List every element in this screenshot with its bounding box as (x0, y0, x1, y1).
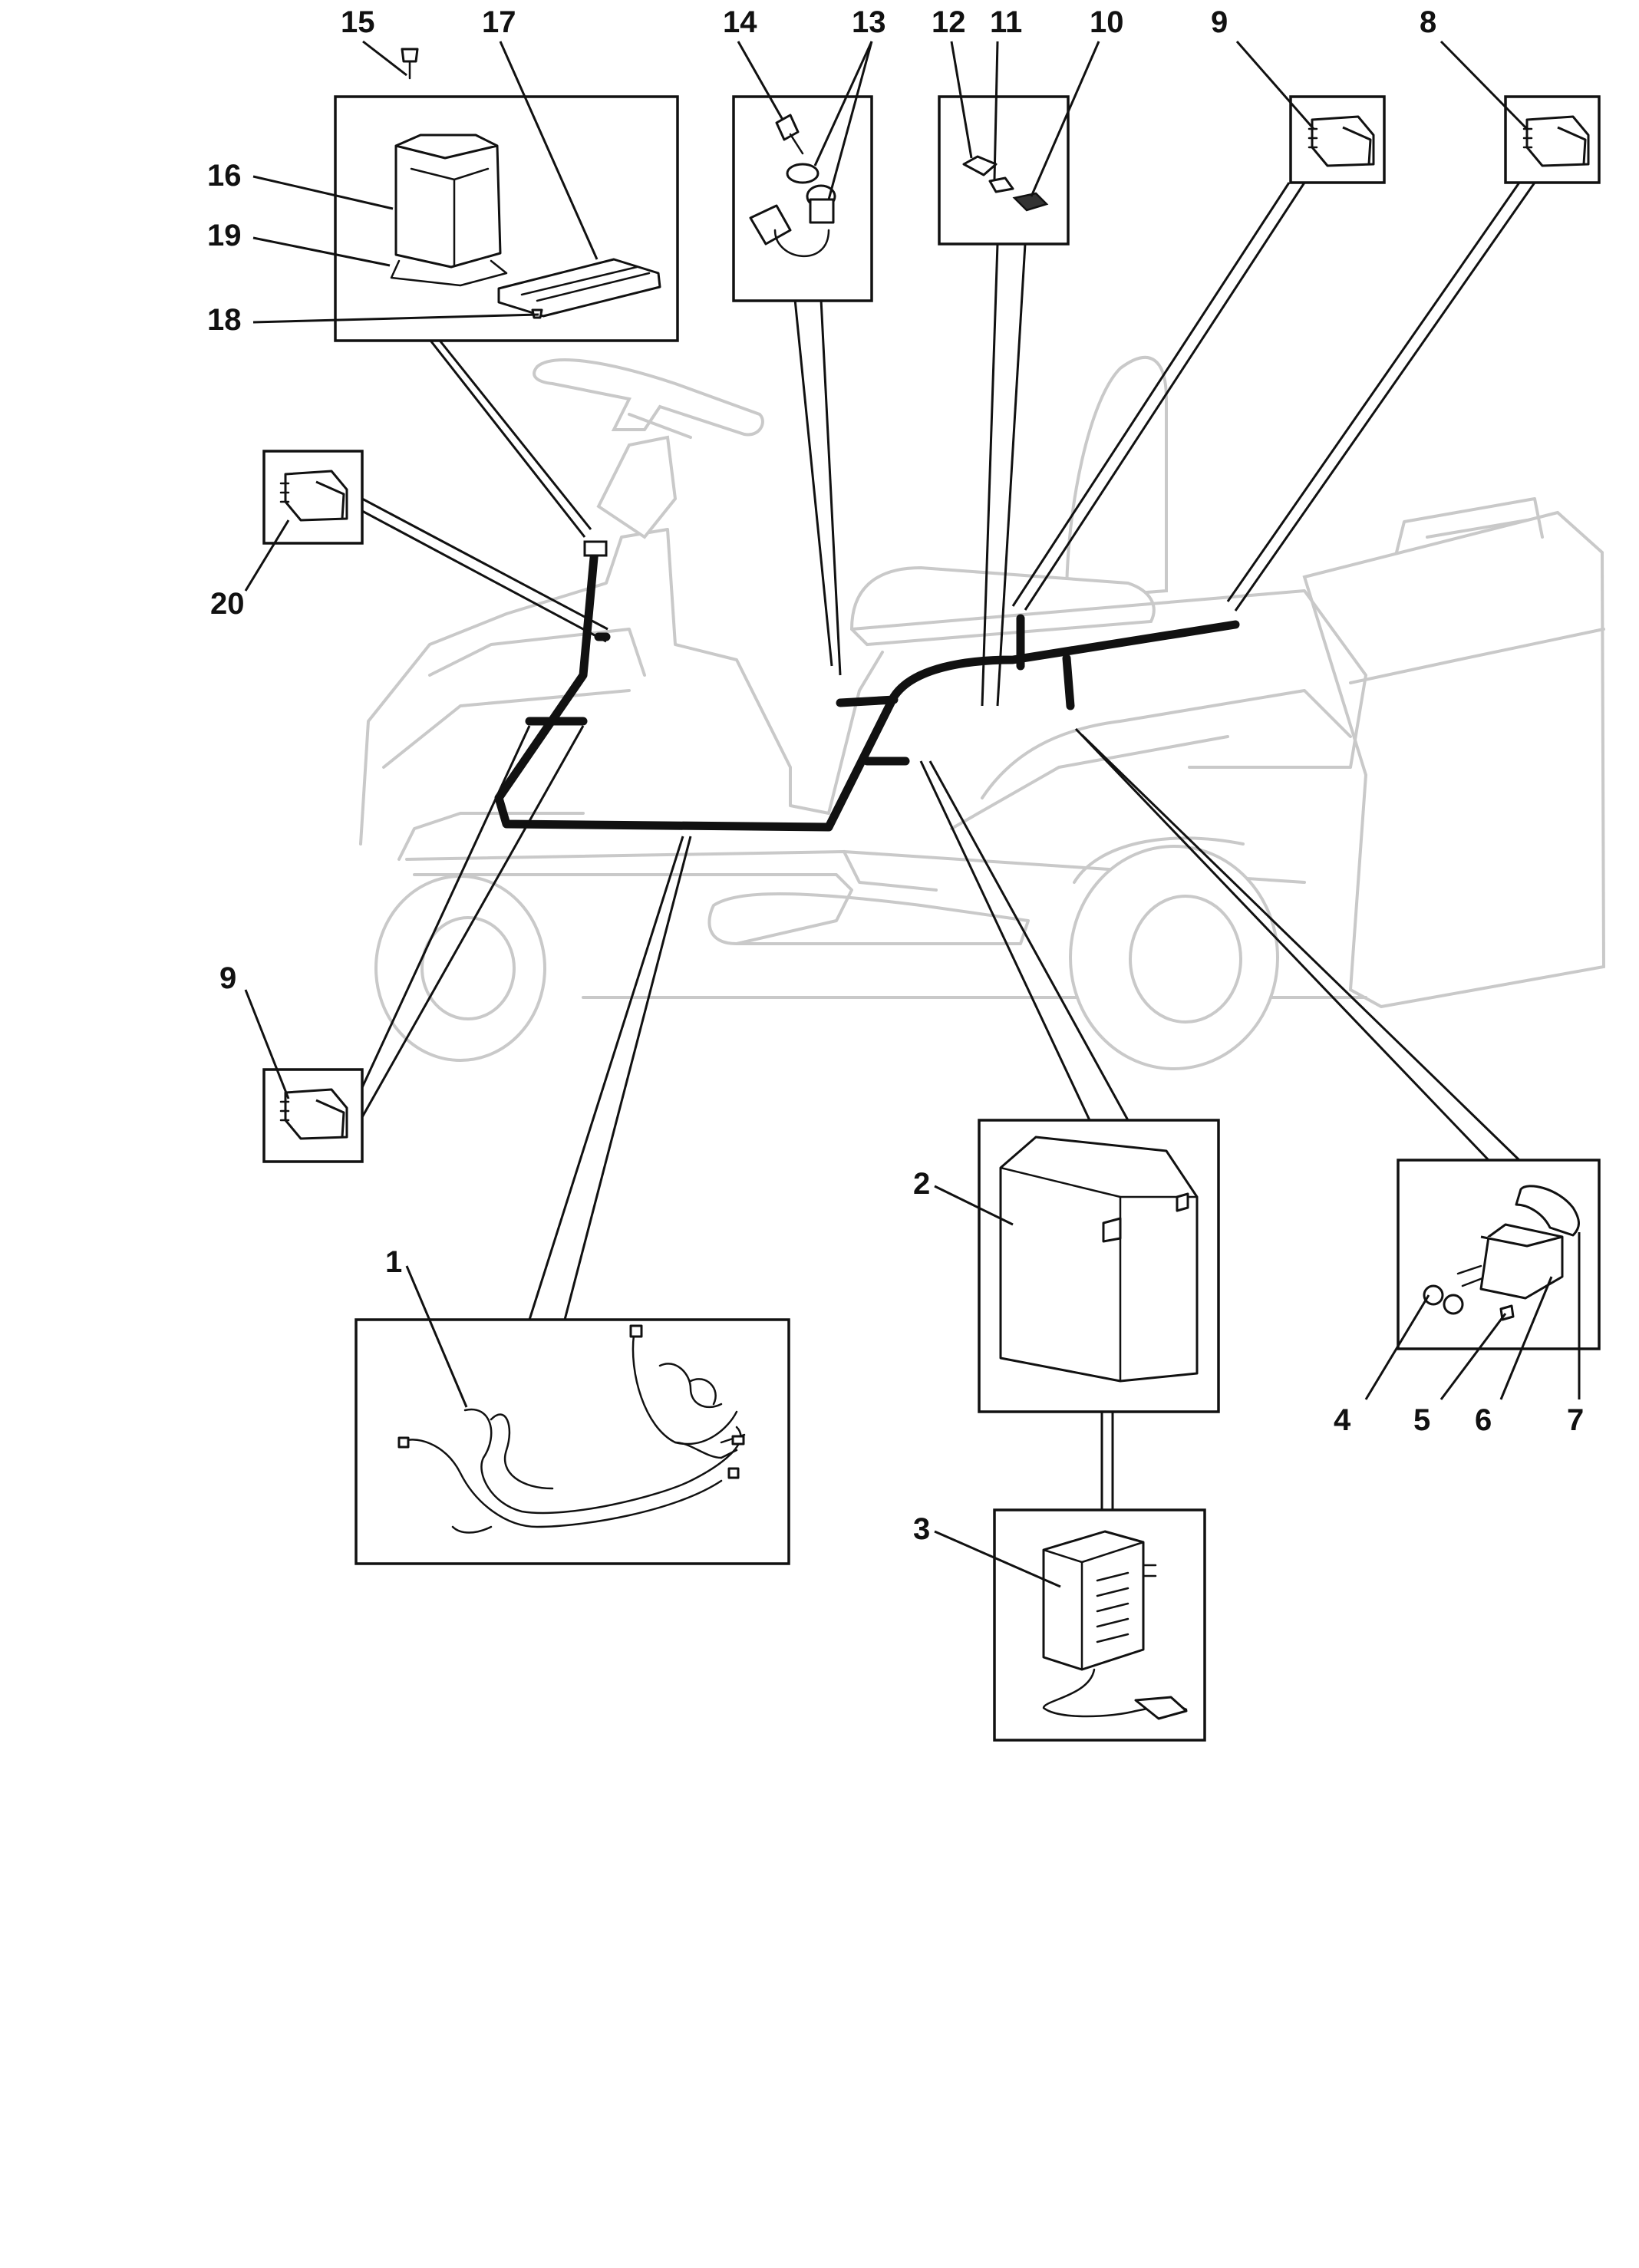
callout-3: 3 (913, 1512, 930, 1546)
callout-6: 6 (1475, 1403, 1492, 1437)
callout-9-lower: 9 (219, 961, 236, 995)
detail-box-ignition-switch (732, 95, 873, 302)
callout-leaders (244, 40, 1581, 1588)
callout-9-upper: 9 (1211, 5, 1228, 39)
callout-5: 5 (1413, 1403, 1430, 1437)
detail-box-switch-lower (262, 1068, 364, 1163)
callout-20: 20 (210, 587, 245, 621)
callout-15: 15 (341, 5, 375, 39)
callout-14: 14 (723, 5, 757, 39)
callout-18: 18 (207, 303, 242, 337)
detail-box-switch-20 (262, 450, 364, 545)
detail-box-control-unit (334, 48, 679, 342)
detail-box-solenoid (1397, 1159, 1601, 1350)
detail-box-switch-upper (1289, 95, 1386, 184)
tractor-outline (359, 355, 1606, 1070)
callout-10: 10 (1090, 5, 1124, 39)
callout-7: 7 (1567, 1403, 1584, 1437)
detail-box-connectors (938, 95, 1070, 246)
callout-2: 2 (913, 1167, 930, 1201)
detail-box-harness (355, 1318, 790, 1565)
callout-13: 13 (852, 5, 886, 39)
callout-19: 19 (207, 219, 242, 252)
callout-16: 16 (207, 159, 242, 193)
callout-17: 17 (482, 5, 516, 39)
callout-12: 12 (932, 5, 966, 39)
callout-8: 8 (1420, 5, 1436, 39)
callout-1: 1 (385, 1245, 402, 1279)
callout-11: 11 (990, 5, 1022, 39)
leader-lines (358, 182, 1536, 1510)
detail-box-switch-8 (1504, 95, 1601, 184)
callout-labels: 15 17 14 13 12 11 10 9 8 16 19 18 20 9 2… (207, 5, 1584, 1546)
wiring-harness-path (494, 540, 1240, 832)
detail-box-charger (993, 1508, 1206, 1742)
callout-4: 4 (1334, 1403, 1351, 1437)
detail-box-battery (978, 1119, 1220, 1413)
